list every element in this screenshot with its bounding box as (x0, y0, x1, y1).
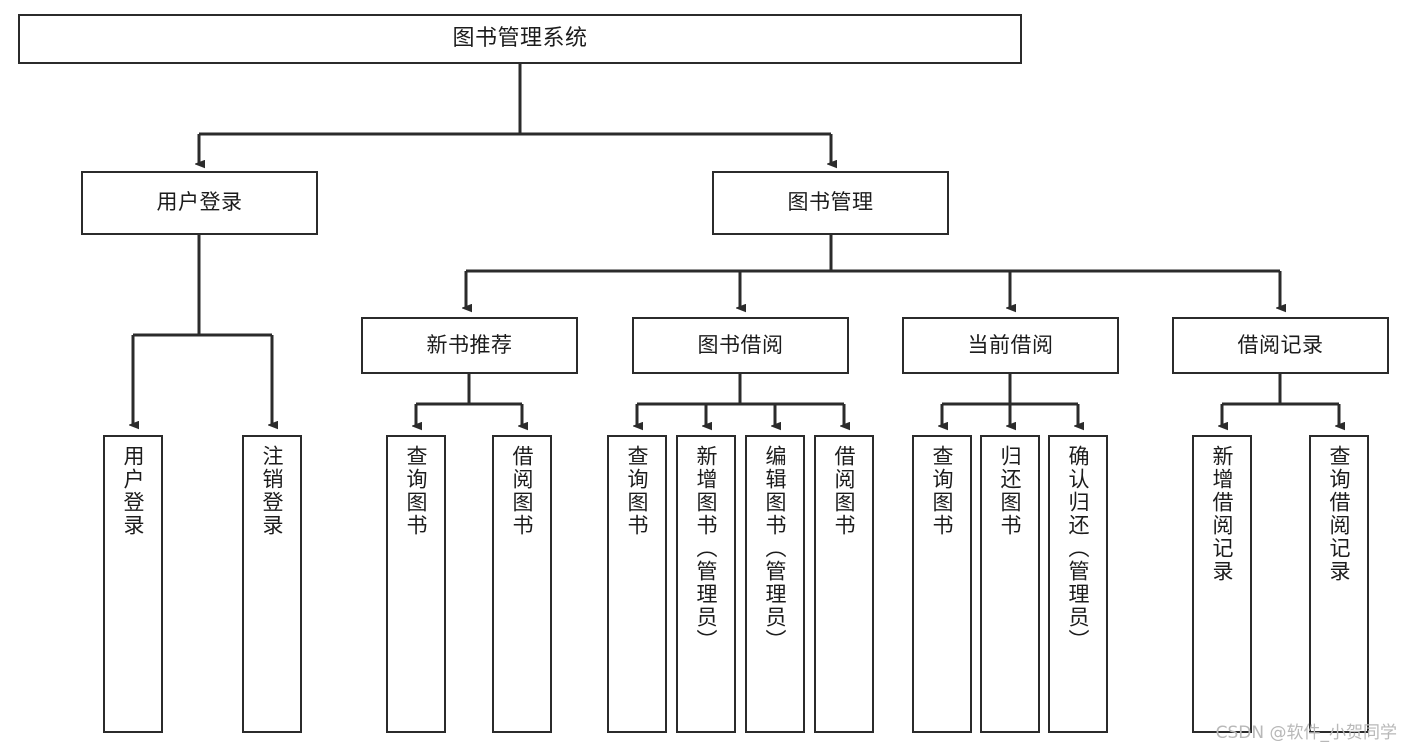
node-leaf-query-record[interactable]: 查询借阅记录 (1309, 435, 1369, 733)
node-book-borrow[interactable]: 图书借阅 (632, 317, 849, 374)
node-label: 确认归还（管理员） (1066, 445, 1091, 652)
node-leaf-query-book-2[interactable]: 查询图书 (607, 435, 667, 733)
node-label: 图书借阅 (697, 332, 784, 357)
node-label: 归还图书 (998, 445, 1023, 537)
csdn-watermark: CSDN @软件_小贺同学 (1215, 723, 1397, 743)
node-leaf-user-login[interactable]: 用户登录 (103, 435, 163, 733)
node-label: 查询图书 (625, 445, 650, 537)
node-leaf-add-book[interactable]: 新增图书（管理员） (676, 435, 736, 733)
node-label: 借阅图书 (510, 445, 535, 537)
node-label: 编辑图书（管理员） (763, 445, 788, 652)
node-label: 用户登录 (121, 445, 146, 537)
node-label: 新增图书（管理员） (694, 445, 719, 652)
node-leaf-borrow-book-2[interactable]: 借阅图书 (814, 435, 874, 733)
node-leaf-query-book-3[interactable]: 查询图书 (912, 435, 972, 733)
node-leaf-borrow-book-1[interactable]: 借阅图书 (492, 435, 552, 733)
node-leaf-query-book-1[interactable]: 查询图书 (386, 435, 446, 733)
node-leaf-return-book[interactable]: 归还图书 (980, 435, 1040, 733)
node-new-book-recommend[interactable]: 新书推荐 (361, 317, 578, 374)
node-label: 新书推荐 (426, 332, 513, 357)
node-label: 图书管理系统 (452, 25, 588, 51)
node-user-login[interactable]: 用户登录 (81, 171, 318, 235)
node-label: 借阅图书 (832, 445, 857, 537)
node-label: 查询借阅记录 (1327, 445, 1352, 583)
node-leaf-add-record[interactable]: 新增借阅记录 (1192, 435, 1252, 733)
node-label: 查询图书 (930, 445, 955, 537)
node-book-manage[interactable]: 图书管理 (712, 171, 949, 235)
node-leaf-edit-book[interactable]: 编辑图书（管理员） (745, 435, 805, 733)
node-root-book-management-system[interactable]: 图书管理系统 (18, 14, 1022, 64)
node-leaf-logout-login[interactable]: 注销登录 (242, 435, 302, 733)
node-label: 借阅记录 (1237, 332, 1324, 357)
node-label: 新增借阅记录 (1210, 445, 1235, 583)
node-label: 图书管理 (787, 190, 874, 215)
node-label: 注销登录 (260, 445, 285, 537)
node-label: 用户登录 (156, 190, 243, 215)
node-current-borrow[interactable]: 当前借阅 (902, 317, 1119, 374)
node-leaf-confirm-return[interactable]: 确认归还（管理员） (1048, 435, 1108, 733)
node-label: 当前借阅 (967, 332, 1054, 357)
node-label: 查询图书 (404, 445, 429, 537)
node-borrow-record[interactable]: 借阅记录 (1172, 317, 1389, 374)
